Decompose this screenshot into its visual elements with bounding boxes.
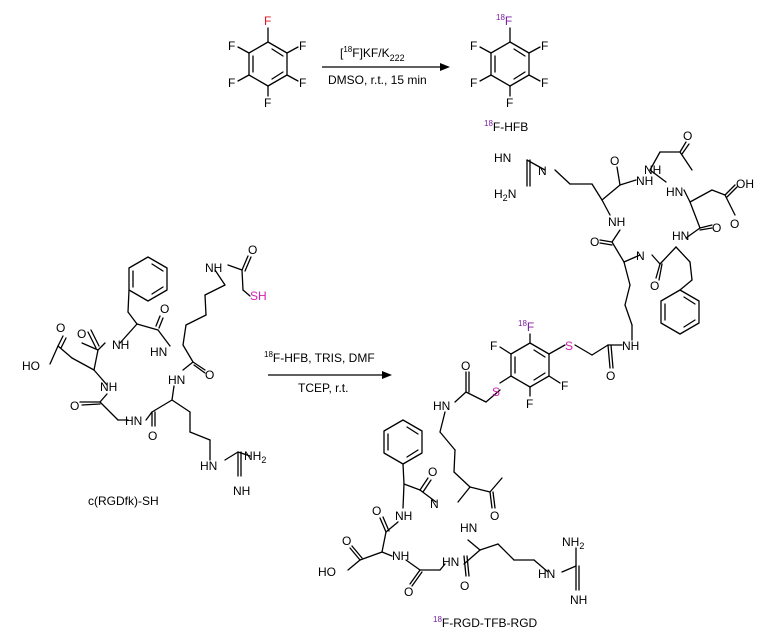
tfb-f-bottom: F — [526, 397, 533, 411]
sm-hn-4: HN — [200, 459, 217, 473]
sm-nh2: NH2 — [244, 449, 266, 465]
hfb-f-bottom: F — [264, 96, 271, 110]
product-name-18f-hfb: 18F-HFB — [484, 119, 528, 134]
sm-o-4: O — [70, 399, 79, 413]
product-f-upper-left: F — [470, 39, 477, 53]
tfb-o-right: O — [606, 369, 615, 383]
upper-rgd-unit: HN H2N N O NH NH O N O HN O HN O OH NH O — [494, 129, 754, 341]
arrow-1-conditions: DMSO, r.t., 15 min — [328, 73, 427, 87]
lp-n-1: N — [430, 497, 439, 511]
p-nh-2: NH — [608, 215, 625, 229]
tfb-s-right: S — [565, 339, 573, 353]
sm-hn-3: HN — [125, 414, 142, 428]
sm-o-1: O — [160, 302, 169, 316]
p-o-6: O — [683, 129, 692, 143]
p-nh-1: NH — [636, 174, 653, 188]
tfb-f-right: F — [561, 379, 568, 393]
sm-o-7: O — [248, 243, 257, 257]
crgdfk-sh-structure: NH O O HO O HN NH O HN O HN O HN NH2 NH … — [22, 243, 267, 508]
sm-hn-1: HN — [150, 345, 167, 359]
lp-nh2: NH2 — [562, 535, 584, 551]
sm-nh-2: NH — [100, 380, 117, 394]
lp-ho: HO — [318, 565, 336, 579]
final-product-label: 18F-RGD-TFB-RGD — [433, 615, 538, 630]
lp-nh-2: NH — [392, 549, 409, 563]
hfb-f-lower-left: F — [228, 76, 235, 90]
hfb-f-lower-right: F — [299, 76, 306, 90]
lp-nh-1: NH — [395, 509, 412, 523]
lp-o-6: O — [490, 509, 499, 523]
sm-o-2: O — [77, 327, 86, 341]
tfb-18f-label: 18F — [518, 319, 534, 334]
sm-nh-1: NH — [112, 338, 129, 352]
tfb-hn-left: HN — [433, 399, 450, 413]
p-oh: OH — [736, 177, 754, 191]
hexafluorobenzene: F F F F F F — [228, 14, 306, 110]
p-o-5: O — [730, 217, 739, 231]
p-n-1: N — [538, 164, 547, 178]
sm-nh-3: NH — [233, 484, 250, 498]
sm-o-3: O — [56, 321, 65, 335]
lp-o-4: O — [404, 585, 413, 599]
tetrafluorobenzene-core: 18F S F F S F NH O O HN — [433, 319, 639, 413]
hfb-f-upper-left: F — [228, 39, 235, 53]
tfb-o-left: O — [461, 359, 470, 373]
lp-nh-3: NH — [570, 593, 587, 607]
p-n-2: N — [636, 249, 645, 263]
lower-rgd-unit: N O NH O O HO NH O HN O HN O HN NH2 NH 1… — [318, 411, 587, 630]
18f-hfb-structure: 18F F F F F F 18F-HFB — [470, 13, 548, 134]
lp-o-3: O — [342, 534, 351, 548]
p-o-1: O — [610, 154, 619, 168]
p-o-2: O — [590, 235, 599, 249]
product-f-lower-right: F — [541, 76, 548, 90]
reaction-arrow-2: 18F-HFB, TRIS, DMF TCEP, r.t. — [264, 350, 392, 395]
sm-o-6: O — [148, 429, 157, 443]
sm-sh: SH — [250, 289, 267, 303]
lp-o-5: O — [460, 579, 469, 593]
p-o-4: O — [712, 221, 721, 235]
hfb-f-top: F — [264, 14, 271, 28]
sm-o-5: O — [205, 368, 214, 382]
p-o-3: O — [650, 279, 659, 293]
arrow-2-reagents: 18F-HFB, TRIS, DMF — [264, 350, 375, 365]
lp-hn-1: HN — [442, 555, 459, 569]
lp-hn-2: HN — [460, 521, 477, 535]
p-h2n: H2N — [494, 187, 516, 203]
sm-ho: HO — [22, 359, 40, 373]
p-nh-3: NH — [644, 163, 661, 177]
tfb-nh-right: NH — [622, 339, 639, 353]
p-hn-3: HN — [666, 185, 683, 199]
arrow-1-reagent: [18F]KF/K222 — [340, 45, 405, 63]
starting-material-label: c(RGDfk)-SH — [88, 494, 159, 508]
p-hn-1: HN — [494, 151, 511, 165]
product-f-lower-left: F — [470, 76, 477, 90]
tfb-f-left: F — [490, 339, 497, 353]
product-f-upper-right: F — [541, 39, 548, 53]
p-hn-2: HN — [672, 229, 689, 243]
product-f-bottom: F — [506, 96, 513, 110]
tfb-s-left: S — [492, 385, 500, 399]
hfb-f-upper-right: F — [299, 39, 306, 53]
sm-hn-2: HN — [168, 373, 185, 387]
lp-o-1: O — [428, 465, 437, 479]
product-18f-label: 18F — [496, 13, 512, 28]
sm-nh-4: NH — [205, 261, 222, 275]
lp-o-2: O — [372, 504, 381, 518]
lp-hn-3: HN — [538, 567, 555, 581]
arrow-2-conditions: TCEP, r.t. — [298, 381, 348, 395]
reaction-arrow-1: [18F]KF/K222 DMSO, r.t., 15 min — [322, 45, 450, 87]
